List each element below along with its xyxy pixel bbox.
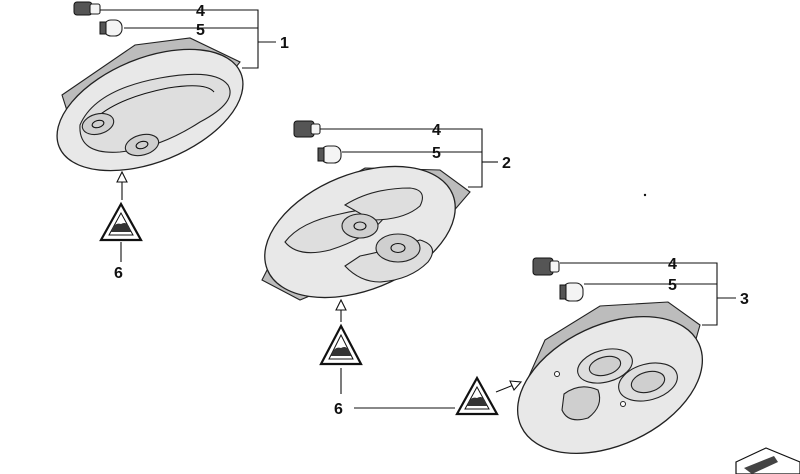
socket-icon — [73, 1, 101, 16]
lens-a — [588, 355, 622, 377]
callout-5-b: 5 — [432, 145, 441, 162]
arrow-up-icon — [335, 298, 347, 322]
stray-dot — [643, 193, 647, 197]
arrow-up-icon — [116, 170, 128, 200]
callout-5-c: 5 — [668, 277, 677, 294]
lens-left — [81, 112, 115, 136]
document-corner-icon — [735, 447, 800, 474]
callout-4-a: 4 — [196, 3, 205, 20]
callout-5-a: 5 — [196, 22, 205, 39]
switch-button — [561, 386, 601, 421]
callout-4-c: 4 — [668, 256, 677, 273]
lens-b — [630, 370, 666, 394]
lens-top — [341, 213, 379, 239]
callout-2: 2 — [502, 155, 511, 172]
bulb-icon — [559, 282, 584, 302]
callout-4-b: 4 — [432, 122, 441, 139]
callout-6-b: 6 — [334, 401, 343, 418]
callout-3: 3 — [740, 291, 749, 308]
interior-light-assembly-3[interactable] — [496, 289, 724, 474]
warning-triangle-icon — [455, 375, 499, 416]
callout-6-a: 6 — [114, 265, 123, 282]
bulb-icon — [317, 145, 342, 164]
lens-right — [124, 133, 160, 157]
callout-1: 1 — [280, 35, 289, 52]
lens-bottom — [375, 233, 421, 263]
warning-triangle-icon — [319, 323, 363, 366]
socket-icon — [532, 257, 560, 276]
bulb-icon — [99, 19, 123, 37]
warning-triangle-icon — [99, 201, 143, 242]
arrow-right-icon — [495, 380, 523, 393]
interior-light-assembly-1[interactable] — [40, 25, 261, 195]
socket-icon — [293, 120, 321, 138]
interior-light-assembly-2[interactable] — [246, 141, 475, 323]
